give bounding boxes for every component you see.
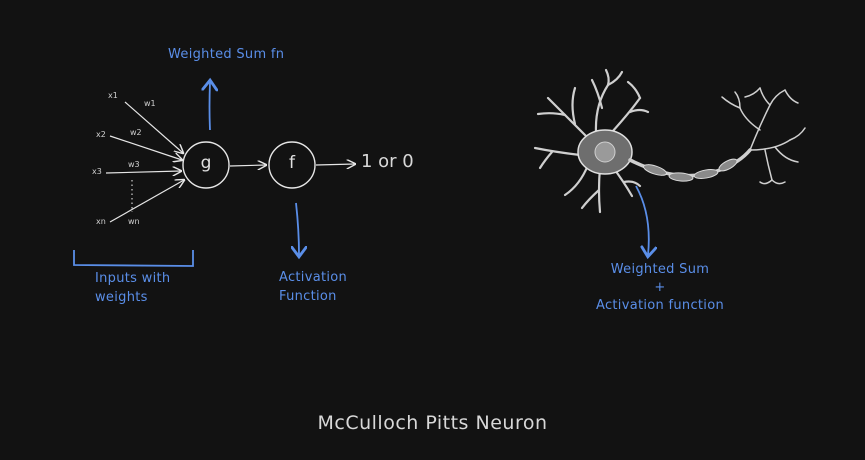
weight-wn-label: wn xyxy=(128,217,140,226)
weight-w3-label: w3 xyxy=(128,160,140,169)
arrow-xn xyxy=(109,180,184,223)
activation-label-line2: Function xyxy=(279,289,337,304)
neuron-illustration xyxy=(533,68,806,214)
input-x1-label: x1 xyxy=(108,91,118,100)
inputs-bracket xyxy=(73,250,194,267)
output-label: 1 or 0 xyxy=(361,151,414,172)
neuron-annotation: Weighted Sum + Activation function xyxy=(585,261,735,315)
arrow-f-to-output xyxy=(315,164,355,165)
inputs-label-line1: Inputs with xyxy=(95,271,171,286)
arrow-x2 xyxy=(109,135,182,160)
input-x3-label: x3 xyxy=(92,167,102,176)
node-g-label: g xyxy=(200,153,212,173)
input-arrows xyxy=(105,101,184,223)
input-xn-label: xn xyxy=(96,217,106,226)
node-f-label: f xyxy=(289,153,295,173)
node-f xyxy=(268,141,316,189)
arrow-neuron-label xyxy=(635,185,649,255)
arrow-weighted-sum xyxy=(210,82,211,131)
activation-label-line1: Activation xyxy=(279,270,348,285)
page-title: McCulloch Pitts Neuron xyxy=(317,412,548,434)
weight-w1-label: w1 xyxy=(144,99,156,108)
neuron-label-line1: Weighted Sum xyxy=(610,262,710,277)
arrow-x1 xyxy=(124,101,183,153)
arrow-g-to-f xyxy=(229,165,266,166)
input-x2-label: x2 xyxy=(96,130,106,139)
weight-w2-label: w2 xyxy=(130,128,142,137)
node-g xyxy=(182,141,230,189)
arrow-activation xyxy=(296,202,299,255)
neuron-label-line2: + xyxy=(654,280,666,295)
weighted-sum-label: Weighted Sum fn xyxy=(168,47,285,62)
arrow-x3 xyxy=(105,171,181,173)
neuron-label-line3: Activation function xyxy=(595,298,725,313)
inputs-label-line2: weights xyxy=(95,290,148,305)
